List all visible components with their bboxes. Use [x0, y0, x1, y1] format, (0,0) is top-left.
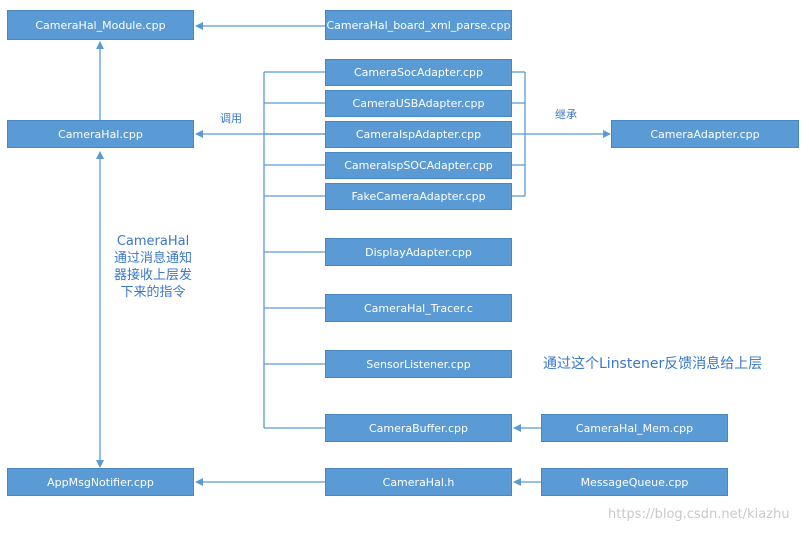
node-camerahal-module: CameraHal_Module.cpp	[7, 10, 194, 40]
note-sensor-listener-feedback: 通过这个Linstener反馈消息给上层	[543, 356, 763, 372]
node-camera-soc-adapter: CameraSocAdapter.cpp	[325, 59, 512, 86]
node-fake-camera-adapter: FakeCameraAdapter.cpp	[325, 183, 512, 210]
node-camerahal-h: CameraHal.h	[325, 468, 512, 496]
node-camerahal-board-xml-parse: CameraHal_board_xml_parse.cpp	[325, 10, 512, 40]
node-camera-buffer: CameraBuffer.cpp	[325, 414, 512, 442]
node-camera-isp-soc-adapter: CameraIspSOCAdapter.cpp	[325, 152, 512, 179]
label-call: 调用	[220, 112, 242, 125]
node-camera-isp-adapter: CameraIspAdapter.cpp	[325, 121, 512, 148]
node-message-queue: MessageQueue.cpp	[541, 468, 728, 496]
node-app-msg-notifier: AppMsgNotifier.cpp	[7, 468, 194, 496]
node-camerahal-tracer: CameraHal_Tracer.c	[325, 294, 512, 322]
node-camerahal-cpp: CameraHal.cpp	[7, 120, 194, 148]
node-camera-usb-adapter: CameraUSBAdapter.cpp	[325, 90, 512, 117]
note-camerahal-receives-commands: CameraHal通过消息通知器接收上层发下来的指令	[113, 234, 192, 300]
label-inherit: 继承	[555, 108, 577, 121]
node-display-adapter: DisplayAdapter.cpp	[325, 238, 512, 266]
node-camerahal-mem: CameraHal_Mem.cpp	[541, 414, 728, 442]
node-camera-adapter: CameraAdapter.cpp	[611, 120, 799, 148]
node-sensor-listener: SensorListener.cpp	[325, 350, 512, 378]
watermark-text: https://blog.csdn.net/kiazhu	[608, 507, 790, 522]
